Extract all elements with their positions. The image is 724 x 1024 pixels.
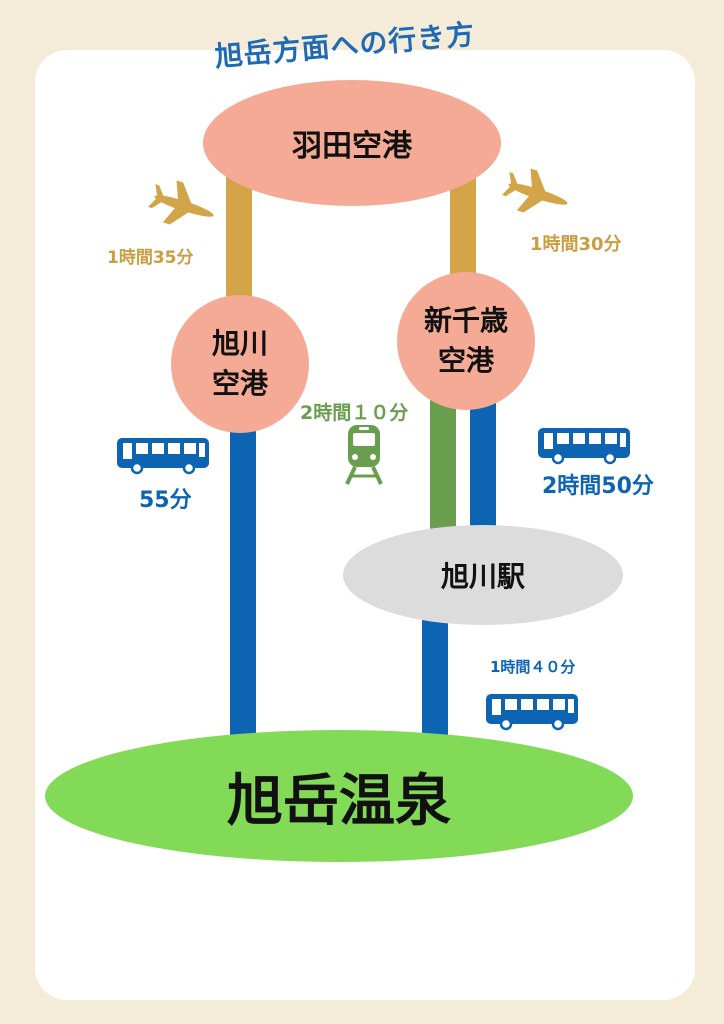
node-new-chitose-label-2: 空港 (437, 344, 494, 377)
node-asahikawa-station-label: 旭川駅 (440, 560, 525, 593)
node-asahikawa-airport-label-1: 旭川 (211, 327, 268, 360)
bus-icon (486, 694, 578, 731)
node-new-chitose-label-1: 新千歳 (423, 304, 508, 337)
airplane-icon (148, 180, 214, 225)
node-asahikawa-airport-label-2: 空港 (211, 367, 268, 400)
node-asahikawa-airport: 旭川 空港 (171, 295, 309, 433)
train-icon (345, 425, 383, 485)
train-time-new-chitose: 2時間１０分 (300, 402, 409, 424)
flight-time-asahikawa: 1時間35分 (107, 248, 194, 268)
bus-route-asahikawa-station (422, 610, 448, 740)
node-asahidake-onsen: 旭岳温泉 (45, 730, 633, 862)
bus-icon (117, 438, 209, 475)
airplane-icon (502, 168, 568, 213)
node-haneda-airport: 羽田空港 (203, 80, 501, 206)
bus-icon (538, 428, 630, 465)
bus-route-asahikawa-airport (230, 400, 256, 735)
bus-time-asahikawa-airport: 55分 (139, 488, 192, 513)
bus-time-asahikawa-station: 1時間４０分 (490, 658, 576, 676)
node-asahikawa-station: 旭川駅 (343, 525, 623, 625)
flight-route-asahikawa (226, 165, 252, 310)
flight-time-new-chitose: 1時間30分 (530, 234, 622, 255)
node-new-chitose-airport: 新千歳 空港 (397, 272, 535, 410)
bus-time-new-chitose: 2時間50分 (542, 474, 654, 499)
node-asahidake-onsen-label: 旭岳温泉 (227, 768, 451, 834)
node-haneda-label: 羽田空港 (292, 129, 412, 164)
